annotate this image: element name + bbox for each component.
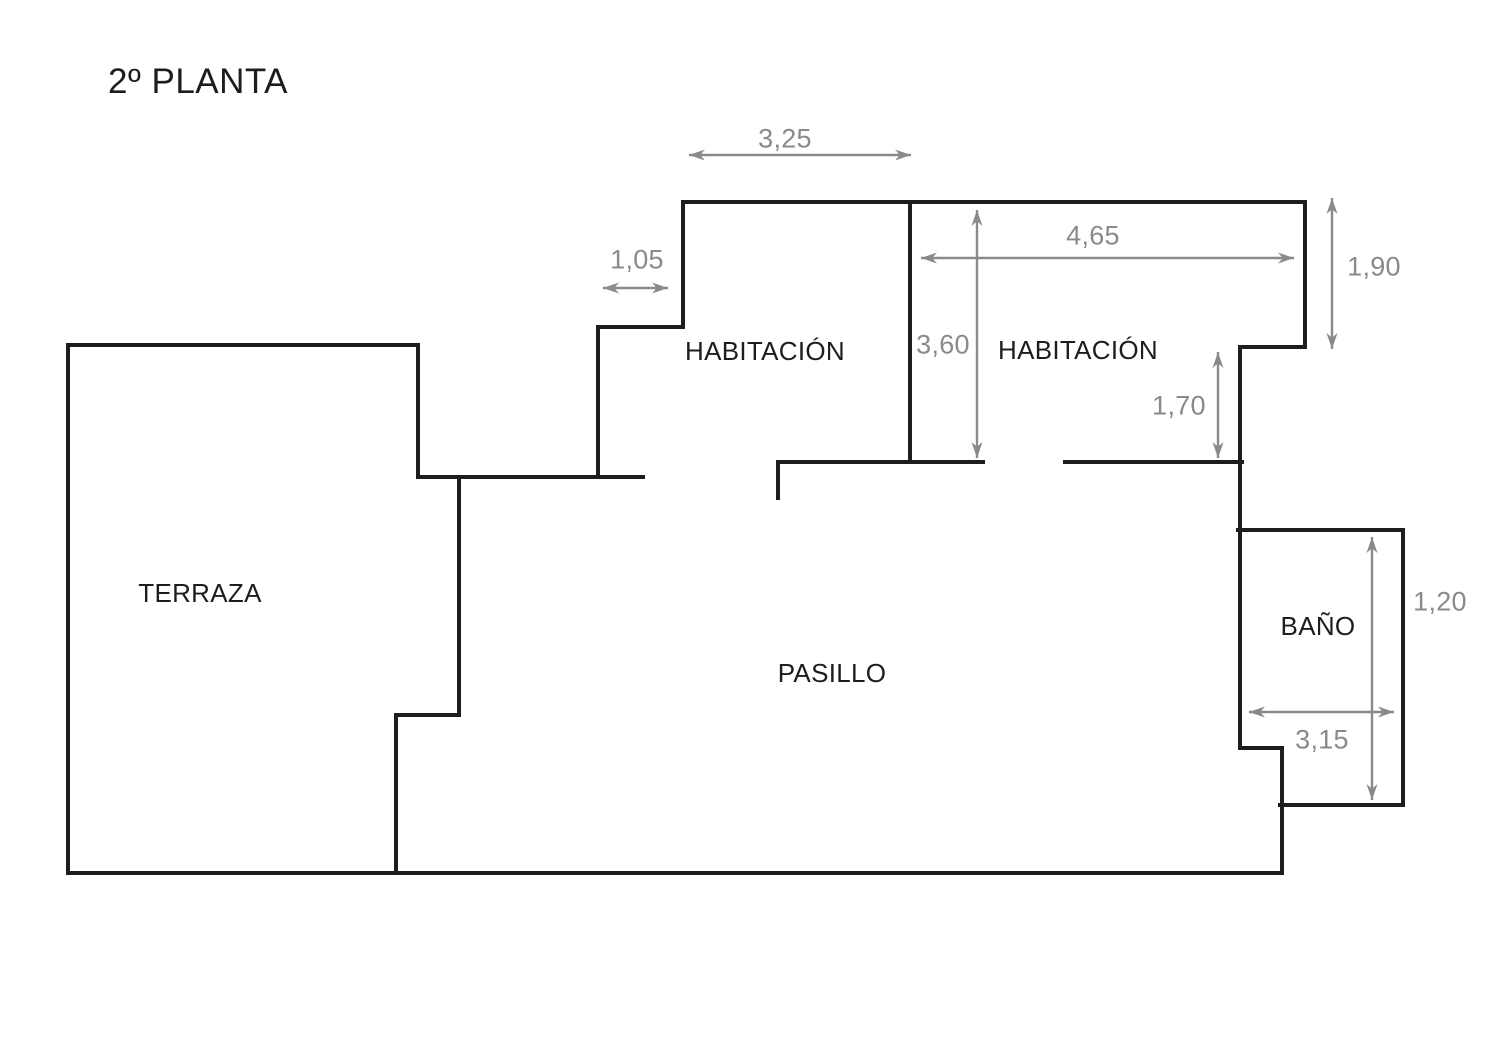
- room-label-habitacion-1: HABITACIÓN: [685, 336, 845, 366]
- room-label-bano: BAÑO: [1280, 611, 1356, 641]
- walls: [66, 200, 1405, 875]
- dimension-label-hab1-height: 3,60: [916, 329, 970, 360]
- dimension-label-hab2-right-height: 1,90: [1347, 251, 1401, 282]
- wall-habitacion1-bottom: [776, 460, 985, 500]
- dimension-label-bano-depth: 1,20: [1413, 586, 1467, 617]
- room-label-habitacion-2: HABITACIÓN: [998, 335, 1158, 365]
- dimension-label-hab2-door-offset: 1,70: [1152, 390, 1206, 421]
- wall-pasillo-lower-left-step: [394, 475, 461, 875]
- room-label-terraza: TERRAZA: [138, 578, 262, 608]
- wall-entry-step: [596, 200, 685, 479]
- dimension-arrows: [603, 149, 1394, 800]
- plan-title: 2º PLANTA: [108, 62, 289, 101]
- dimension-label-hab1-width: 3,25: [758, 123, 812, 154]
- dimension-label-bano-width: 3,15: [1295, 724, 1349, 755]
- wall-outer-outline: [66, 200, 1307, 875]
- dimension-label-hab2-width: 4,65: [1066, 220, 1120, 251]
- wall-bano: [1236, 528, 1405, 807]
- dimension-label-entry-step-width: 1,05: [610, 244, 664, 275]
- room-label-pasillo: PASILLO: [777, 658, 887, 688]
